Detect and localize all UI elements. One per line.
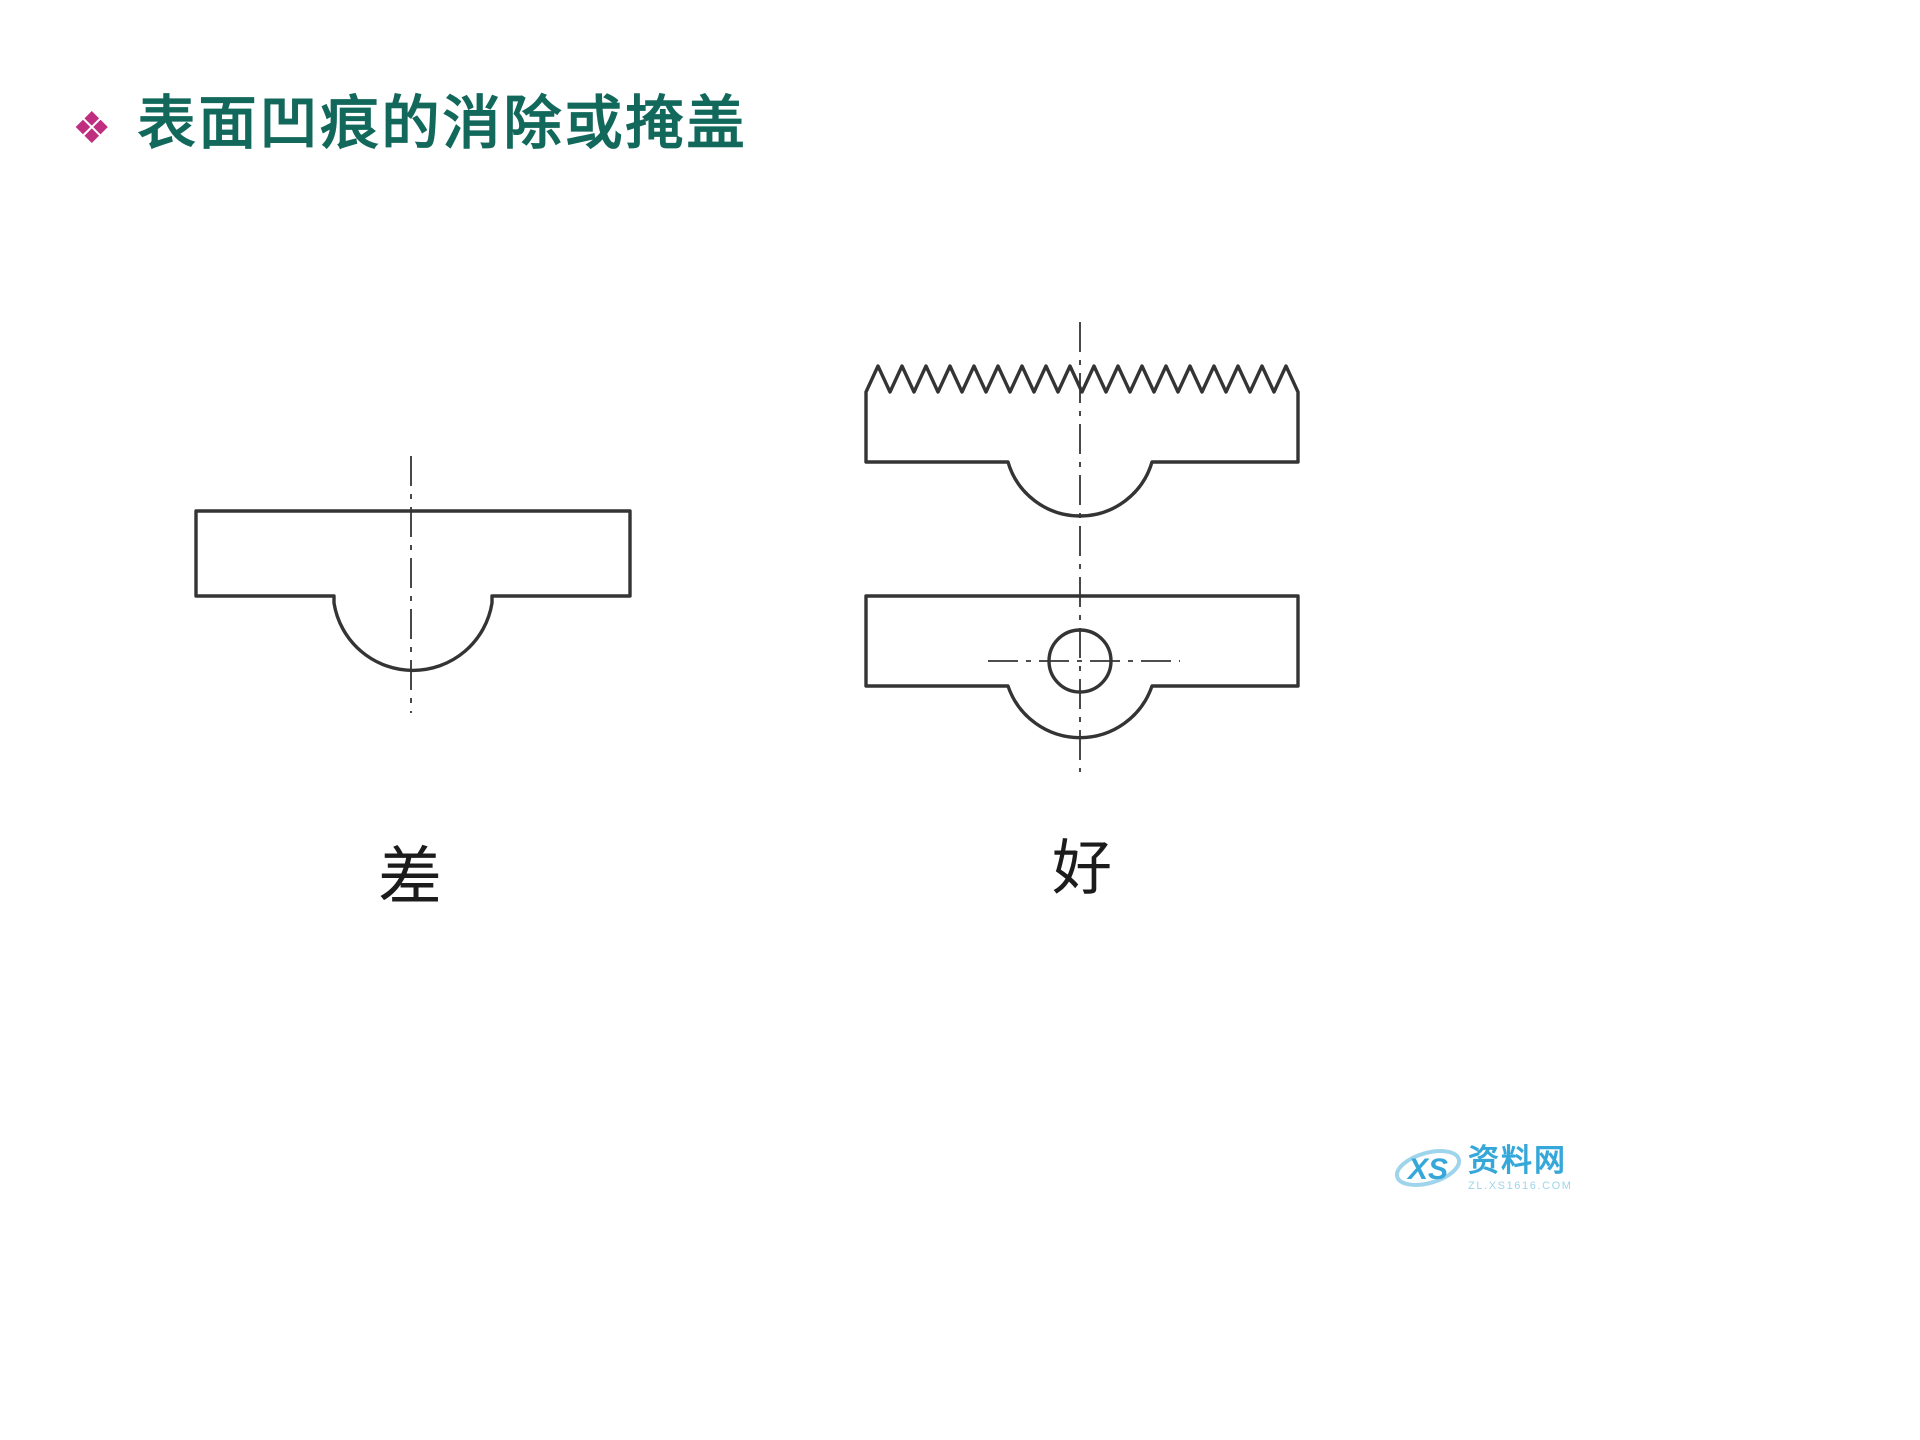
slide-title-row: ❖ 表面凹痕的消除或掩盖 bbox=[72, 92, 747, 156]
hole-plate-outline bbox=[864, 594, 1300, 740]
watermark-logo-text: XS bbox=[1406, 1153, 1448, 1186]
good-design-textured-drawing bbox=[864, 322, 1300, 772]
bad-plate-outline bbox=[194, 509, 632, 673]
bad-figure-label: 差 bbox=[378, 842, 442, 913]
diamond-bullet-icon: ❖ bbox=[72, 103, 112, 153]
page-title: 表面凹痕的消除或掩盖 bbox=[137, 91, 748, 156]
watermark-site-name: 资料网 bbox=[1468, 1142, 1567, 1178]
good-figure-label: 好 bbox=[1052, 836, 1112, 902]
watermark: XS 资料网 ZL.XS1616.COM bbox=[1392, 1138, 1573, 1198]
watermark-logo-icon: XS bbox=[1394, 1149, 1462, 1187]
bad-design-drawing bbox=[194, 456, 632, 713]
watermark-site-url: ZL.XS1616.COM bbox=[1468, 1180, 1573, 1193]
good-design-hole-drawing bbox=[864, 594, 1300, 740]
textured-plate-outline bbox=[864, 364, 1300, 518]
watermark-text-block: 资料网 ZL.XS1616.COM bbox=[1468, 1142, 1573, 1193]
